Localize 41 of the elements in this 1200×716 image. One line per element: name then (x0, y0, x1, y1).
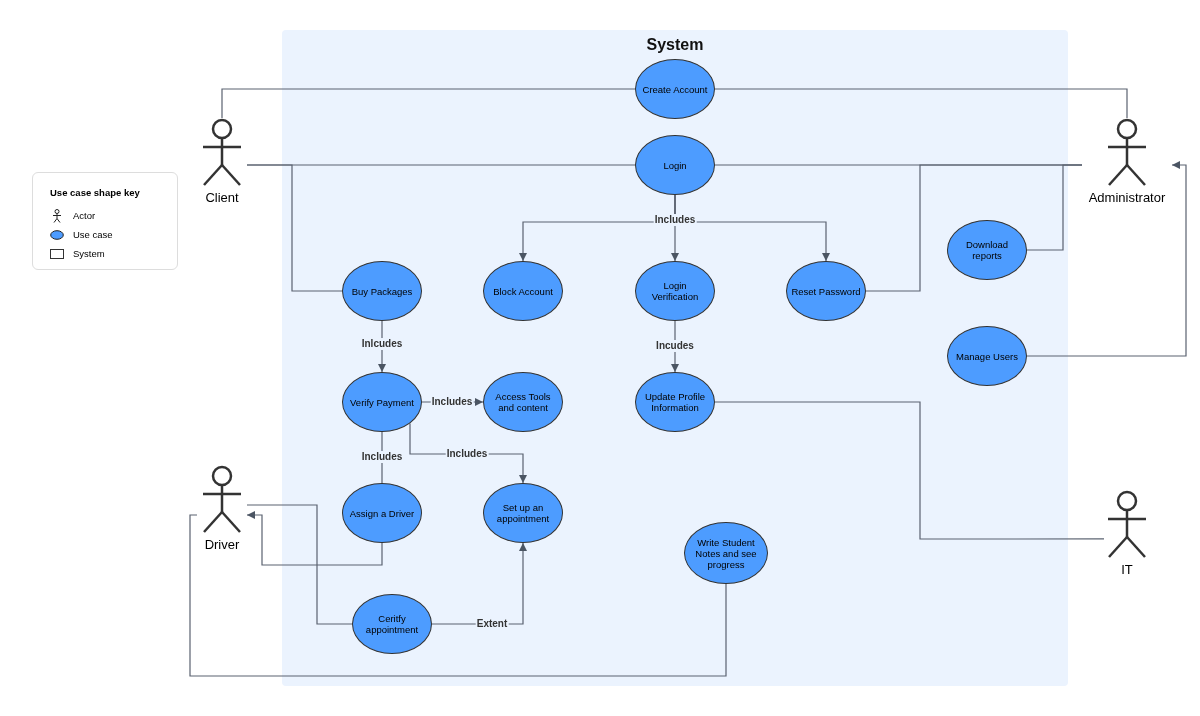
use-case-label: Write Student Notes and see progress (694, 536, 758, 570)
use-case-label: Access Tools and content (494, 391, 552, 413)
connector-line (1026, 161, 1187, 357)
edge-label: Includes (445, 448, 489, 460)
edge-label: Inlcudes (360, 338, 404, 350)
edge-label: Extent (475, 618, 509, 630)
actor-label: Client (204, 190, 240, 206)
use-case-label: Download reports (964, 239, 1010, 261)
connector-line (246, 511, 383, 566)
system-title: System (645, 35, 705, 55)
connector-line (189, 514, 727, 677)
use-case-label: Buy Packages (351, 285, 413, 297)
use-case-label: Manage Users (956, 350, 1018, 362)
connector-line (221, 88, 636, 119)
connector-line (1026, 164, 1083, 251)
connector-line (246, 164, 343, 292)
actor-label: Administrator (1087, 190, 1167, 206)
actor-label: IT (1120, 562, 1134, 578)
use-case-label: Login Verification (650, 280, 700, 302)
use-case-label: Block Account (493, 285, 553, 297)
use-case-label: Ceritfy appointment (364, 613, 420, 635)
use-case-label: Assign a Driver (349, 507, 415, 519)
edge-label: Includes (430, 396, 474, 408)
legend-label: Actor (73, 208, 96, 223)
legend-title: Use case shape key (50, 186, 141, 200)
connector-line (714, 88, 1128, 119)
edge-label: Incudes (655, 340, 695, 352)
use-case-label: Set up an appointment (495, 502, 551, 524)
use-case-label: Verify Payment (350, 396, 414, 408)
system-boundary (282, 30, 1068, 686)
use-case-label: Reset Password (791, 285, 861, 297)
connector-line (246, 504, 353, 625)
use-case-label: Update Profile Information (643, 391, 707, 413)
edge-label: Includes (653, 214, 697, 226)
use-case-label: Login (663, 159, 687, 171)
connector-line (714, 401, 1105, 540)
edge-label: Includes (360, 451, 404, 463)
legend-label: System (73, 246, 105, 261)
use-case-label: Create Account (642, 83, 708, 95)
legend-label: Use case (73, 227, 113, 242)
actor-label: Driver (203, 537, 241, 553)
